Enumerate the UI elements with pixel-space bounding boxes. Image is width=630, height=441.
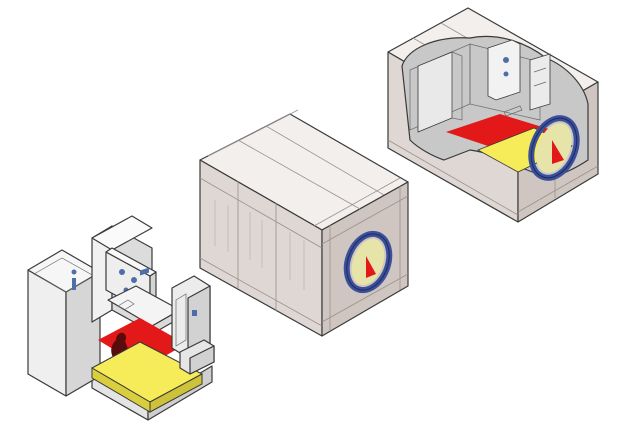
cutaway-wardrobe <box>417 51 453 133</box>
exploded-cabinet-knob <box>71 269 77 275</box>
exploded-shelf-knob-1 <box>119 269 125 275</box>
assembled-porthole-flag <box>366 256 376 278</box>
exploded-interior-view <box>27 215 215 421</box>
cutaway-capsule-view <box>387 7 599 223</box>
exploded-shelf-knob-2 <box>131 277 137 283</box>
cutaway-porthole-flag <box>552 140 564 164</box>
cutaway-shelf-panel <box>487 39 521 101</box>
assembled-capsule-view <box>199 109 409 337</box>
cutaway-control-knob <box>503 57 509 63</box>
cutaway-side-panel <box>529 53 551 111</box>
exploded-end-panel-inset <box>175 293 187 347</box>
cutaway-floor <box>446 114 552 150</box>
